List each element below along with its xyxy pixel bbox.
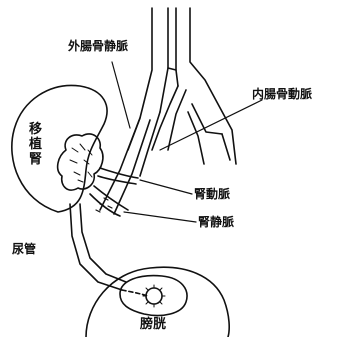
bladder-inner xyxy=(120,276,187,316)
label-transplanted-kidney: 移植腎 xyxy=(28,122,43,167)
label-renal-artery: 腎動脈 xyxy=(194,188,230,200)
label-external-iliac-vein: 外腸骨静脈 xyxy=(68,40,128,52)
leader-external-iliac-vein xyxy=(112,62,130,128)
ureter-in-bladder xyxy=(122,290,148,296)
label-ureter: 尿管 xyxy=(12,242,38,256)
ureter xyxy=(70,204,126,290)
great-vessels-trunk xyxy=(128,8,236,164)
renal-artery xyxy=(98,168,138,184)
renal-hilum xyxy=(58,134,103,190)
leader-internal-iliac-artery xyxy=(160,100,262,150)
internal-iliac-artery xyxy=(152,86,230,164)
leader-renal-artery xyxy=(140,180,192,194)
transplanted-kidney-outline xyxy=(12,85,107,212)
hilum-texture xyxy=(70,144,92,182)
label-renal-vein: 腎静脈 xyxy=(198,216,234,228)
label-bladder: 膀胱 xyxy=(140,318,166,331)
leader-renal-vein xyxy=(124,212,196,222)
ureteral-orifice xyxy=(146,288,162,304)
label-internal-iliac-artery: 内腸骨動脈 xyxy=(252,88,312,100)
